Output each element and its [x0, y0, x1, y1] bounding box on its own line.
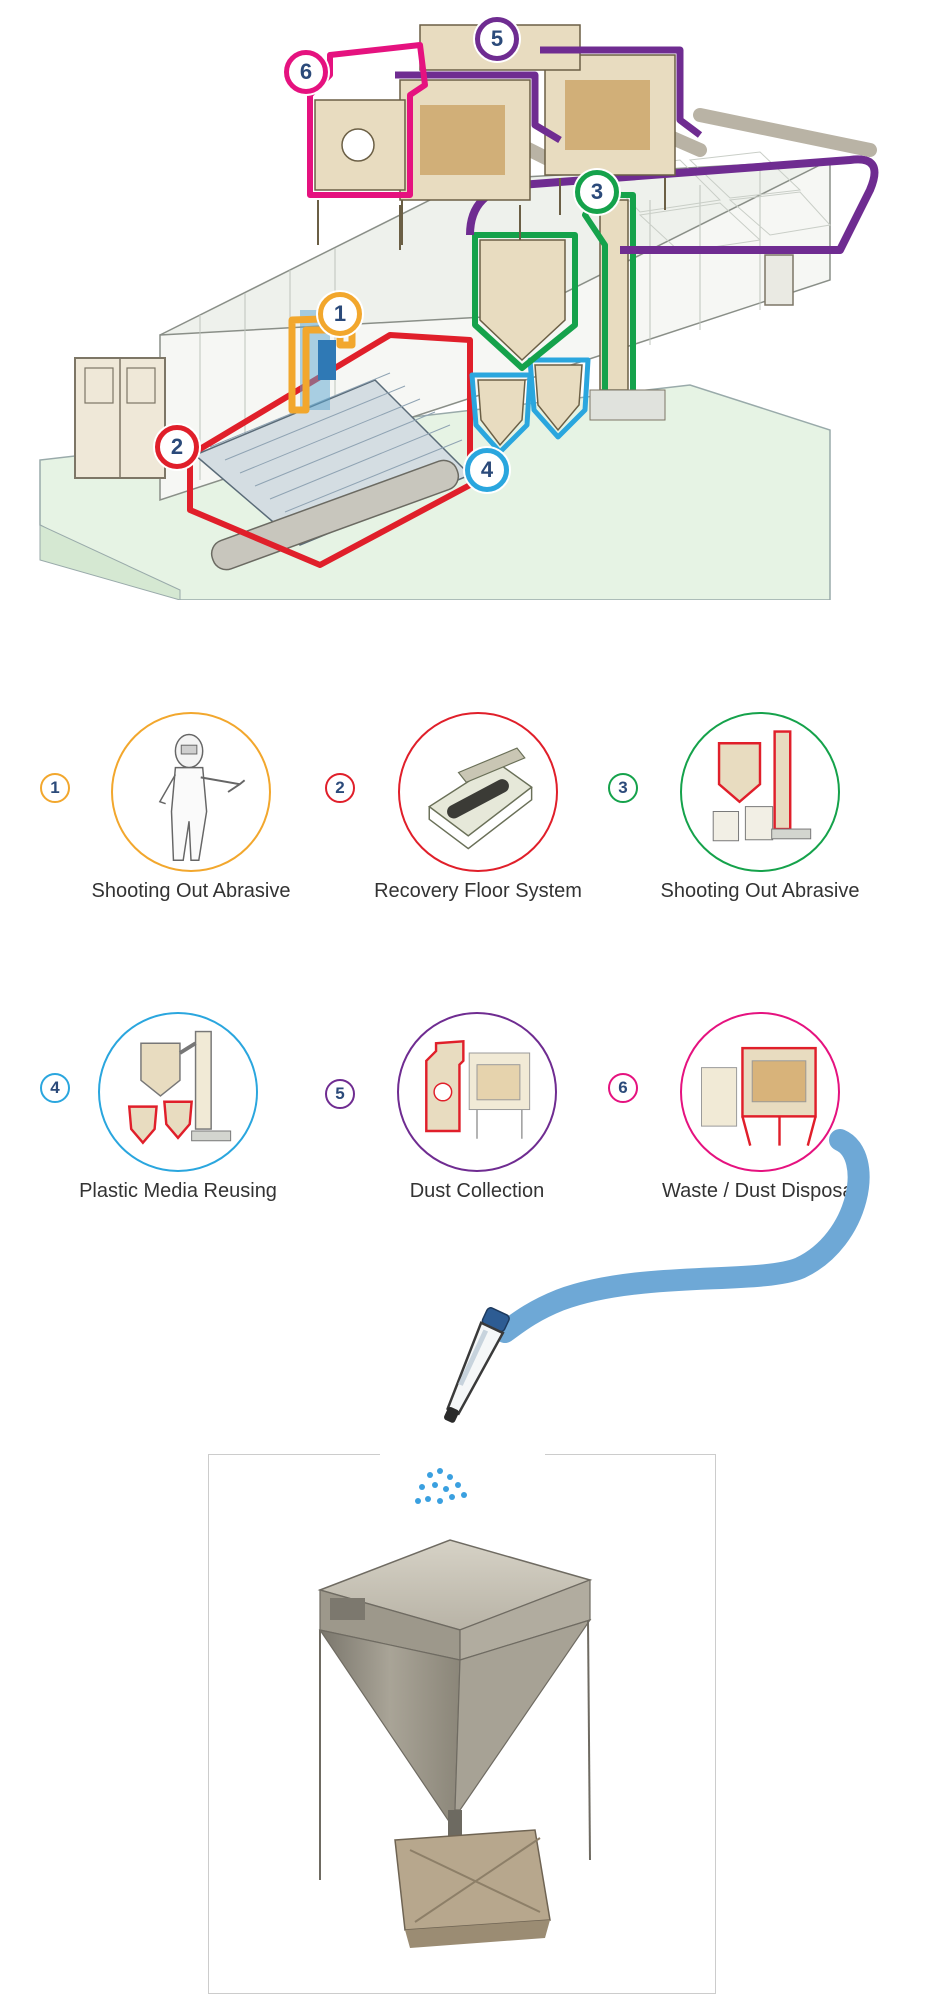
callout-3: 3: [575, 170, 619, 214]
step-1-number: 1: [40, 773, 70, 803]
callout-2-number: 2: [170, 434, 184, 459]
blaster-person-icon: [158, 733, 246, 861]
callout-4-number: 4: [480, 457, 494, 482]
step-1-label: Shooting Out Abrasive: [91, 880, 291, 902]
step-5-label: Dust Collection: [409, 1180, 545, 1202]
step-3-number: 3: [608, 773, 638, 803]
hose-nozzle-icon: [443, 1307, 510, 1423]
step-2-label: Recovery Floor System: [374, 880, 582, 902]
step-5-thumbnail: [397, 1012, 557, 1172]
callout-5: 5: [475, 17, 519, 61]
step-5-number: 5: [325, 1079, 355, 1109]
step-4-label: Plastic Media Reusing: [79, 1180, 277, 1202]
waste-hose: [494, 1129, 870, 1343]
blast-room-diagram: [39, 24, 879, 600]
step-6-thumbnail: [680, 1012, 840, 1172]
step-3-label: Shooting Out Abrasive: [660, 880, 860, 902]
step-1-thumbnail: [111, 712, 271, 872]
recovery-floor-icon: [427, 747, 533, 850]
callout-4: 4: [465, 448, 509, 492]
step-4-thumbnail: [98, 1012, 258, 1172]
waste-disposal-icon: [701, 1046, 817, 1146]
media-spray: [415, 1468, 467, 1504]
callout-6-number: 6: [299, 59, 313, 84]
callout-5-number: 5: [490, 26, 504, 51]
frame-gap: [380, 1450, 545, 1458]
callout-2: 2: [155, 425, 199, 469]
callout-6: 6: [284, 50, 328, 94]
step-2-thumbnail: [398, 712, 558, 872]
step-3-thumbnail: [680, 712, 840, 872]
step-4-number: 4: [40, 1073, 70, 1103]
step-6-label: Waste / Dust Disposal: [662, 1180, 858, 1202]
callout-1: 1: [318, 292, 362, 336]
waste-hopper-icon: [317, 1539, 593, 1948]
step-6-number: 6: [608, 1073, 638, 1103]
callout-1-number: 1: [333, 301, 347, 326]
media-hopper-icon: [127, 1030, 232, 1145]
dust-collector-icon: [425, 1039, 531, 1139]
abrasive-separator-icon: [712, 730, 812, 842]
step-2-number: 2: [325, 773, 355, 803]
callout-3-number: 3: [590, 179, 604, 204]
